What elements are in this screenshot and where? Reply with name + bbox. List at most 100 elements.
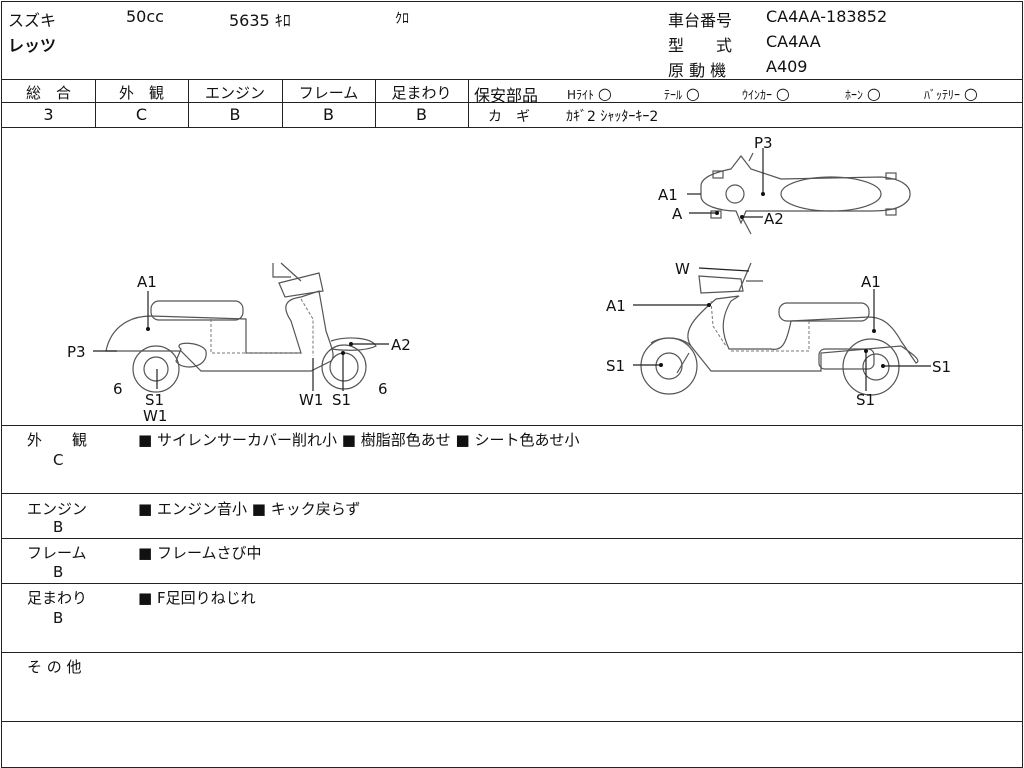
engine-model: A409: [766, 57, 808, 76]
safety-item-battery: ﾊﾞｯﾃﾘｰ ○: [924, 84, 978, 103]
key-value: ｶｷﾞ2 ｼｬｯﾀｰｷｰ2: [566, 109, 659, 125]
divider: [2, 652, 1022, 653]
remark-frame-items: ■ フレームさび中: [138, 542, 262, 563]
grade-engine-value: B: [229, 105, 241, 124]
label-w1-rear: W1: [143, 407, 167, 425]
remark-exterior-items: ■ サイレンサーカバー削れ小 ■ 樹脂部色あせ ■ シート色あせ小: [138, 429, 580, 450]
label-w1-mid: W1: [299, 391, 323, 409]
mileage: 5635 ｷﾛ: [229, 11, 291, 30]
item-name: Hﾗｲﾄ: [567, 88, 595, 102]
safety-item-horn: ﾎｰﾝ ○: [845, 84, 881, 103]
remark-item: エンジン音小: [156, 500, 247, 518]
divider: [282, 79, 283, 127]
remark-item: フレームさび中: [156, 544, 262, 562]
right-label-w: W: [675, 260, 690, 278]
label-a2: A2: [391, 336, 411, 354]
divider: [2, 79, 1022, 80]
remark-exterior-grade: C: [53, 451, 64, 469]
top-label-a2: A2: [764, 210, 784, 228]
remark-engine-items: ■ エンジン音小 ■ キック戻らず: [138, 498, 360, 519]
remark-item: シート色あせ小: [474, 431, 580, 449]
top-label-a: A: [672, 205, 683, 223]
remark-exterior-label: 外 観: [27, 431, 88, 449]
displacement: 50cc: [126, 7, 164, 26]
grade-frame-value: B: [323, 105, 334, 124]
maker: スズキ: [8, 11, 57, 30]
item-mark: ○: [597, 84, 612, 103]
scooter-top-view: [700, 152, 911, 235]
divider: [2, 721, 1022, 722]
divider: [468, 79, 469, 127]
remark-suspension-label: 足まわり: [27, 589, 88, 607]
type-label: 型 式: [668, 36, 733, 55]
item-name: ﾃｰﾙ: [664, 88, 683, 102]
grade-exterior-value: C: [135, 105, 148, 124]
label-s1-front: S1: [332, 391, 351, 409]
safety-item-tail: ﾃｰﾙ ○: [664, 84, 700, 103]
item-mark: ○: [866, 84, 881, 103]
right-label-a1-rear: A1: [861, 273, 881, 291]
item-mark: ○: [685, 84, 700, 103]
grade-overall-value: 3: [43, 105, 54, 124]
grade-exterior-label: 外 観: [118, 84, 164, 102]
safety-item-winker: ｳｲﾝｶｰ ○: [742, 84, 790, 103]
remark-other-label: そ の 他: [27, 658, 82, 676]
key-label: カ ギ: [488, 109, 530, 125]
divider: [188, 79, 189, 127]
top-label-p3: P3: [754, 134, 773, 152]
type: CA4AA: [766, 32, 821, 51]
remark-frame-grade: B: [53, 563, 64, 581]
model-name: レッツ: [8, 36, 57, 55]
grade-frame-label: フレーム: [298, 84, 359, 102]
divider: [2, 583, 1022, 584]
frame-no: CA4AA-183852: [766, 7, 888, 26]
remark-engine-grade: B: [53, 518, 64, 536]
divider: [468, 102, 1022, 103]
remark-item: 樹脂部色あせ: [360, 431, 451, 449]
divider: [2, 493, 1022, 494]
grade-overall-label: 総 合: [25, 84, 71, 102]
color: ｸﾛ: [395, 11, 409, 27]
divider: [2, 425, 1022, 426]
bullet: ■: [138, 500, 153, 518]
grade-suspension-label: 足まわり: [391, 84, 452, 102]
bullet: ■: [251, 500, 266, 518]
grade-engine-label: エンジン: [204, 84, 265, 102]
divider: [375, 79, 376, 127]
divider: [2, 127, 1022, 128]
bullet: ■: [341, 431, 356, 449]
label-s1-rear: S1: [145, 391, 164, 409]
bullet: ■: [138, 589, 153, 607]
remark-item: サイレンサーカバー削れ小: [156, 431, 337, 449]
bullet: ■: [138, 544, 153, 562]
remark-item: キック戻らず: [270, 500, 361, 518]
scooter-left-side-view: [105, 262, 377, 393]
label-p3: P3: [67, 343, 86, 361]
remark-item: F足回りねじれ: [156, 589, 256, 607]
item-name: ﾎｰﾝ: [845, 88, 864, 102]
item-mark: ○: [963, 84, 978, 103]
remark-suspension-items: ■ F足回りねじれ: [138, 587, 256, 608]
bullet: ■: [138, 431, 153, 449]
label-6-rear: 6: [113, 380, 123, 398]
divider: [2, 102, 469, 103]
item-name: ﾊﾞｯﾃﾘｰ: [924, 88, 961, 102]
top-label-a1: A1: [658, 186, 678, 204]
item-mark: ○: [775, 84, 790, 103]
bullet: ■: [455, 431, 470, 449]
scooter-right-side-view: [640, 262, 919, 396]
scooter-diagram: A1 P3 6 S1 W1 W1 S1 A2 6 P3 A1: [67, 134, 951, 425]
label-a1: A1: [137, 273, 157, 291]
remark-engine-label: エンジン: [27, 500, 88, 518]
right-label-a1-front: A1: [606, 297, 626, 315]
right-label-s1-rear: S1: [932, 358, 951, 376]
safety-label: 保安部品: [474, 86, 539, 105]
frame-no-label: 車台番号: [668, 11, 733, 30]
label-6-front: 6: [378, 380, 388, 398]
divider: [95, 79, 96, 127]
right-label-s1-front: S1: [606, 357, 625, 375]
engine-label: 原 動 機: [668, 61, 727, 80]
item-name: ｳｲﾝｶｰ: [742, 88, 773, 102]
safety-item-headlight: Hﾗｲﾄ ○: [567, 84, 612, 103]
